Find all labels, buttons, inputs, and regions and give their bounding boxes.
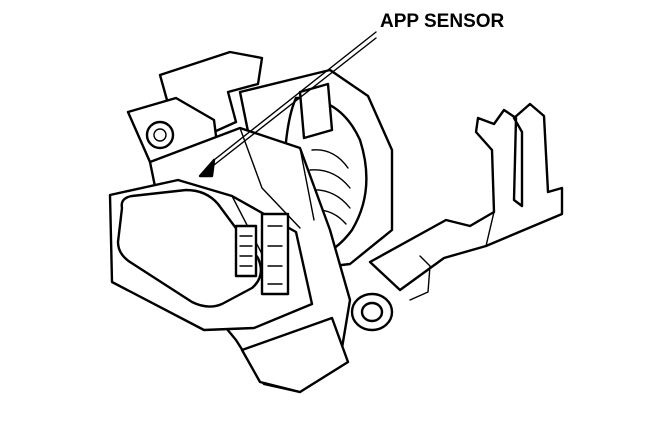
lower-mount-bolt — [350, 292, 394, 332]
app-sensor-label: APP SENSOR — [380, 11, 505, 32]
callout-leader — [198, 31, 377, 178]
connector-block — [108, 178, 314, 332]
pedal-arm — [368, 102, 564, 301]
